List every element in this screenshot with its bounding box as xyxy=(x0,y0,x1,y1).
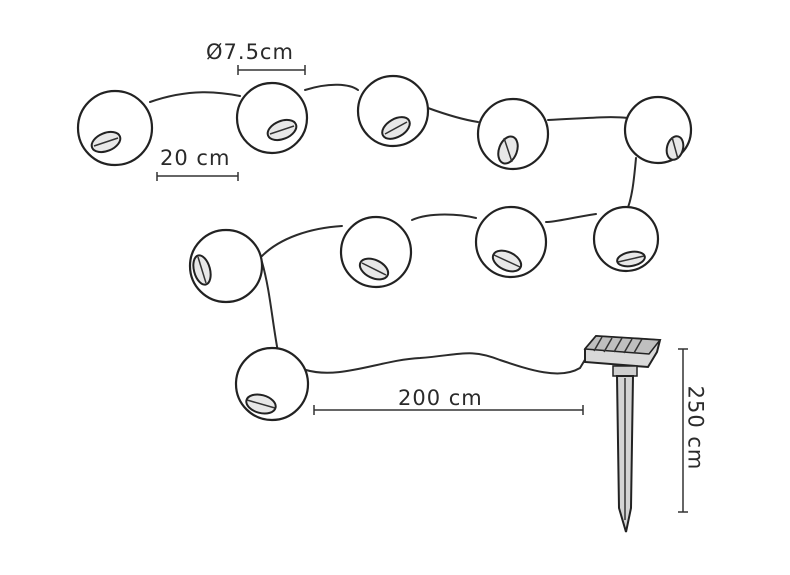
spacing-label: 20 cm xyxy=(160,146,231,170)
bulb xyxy=(235,81,309,155)
bulb xyxy=(76,89,154,167)
spacing-dimension xyxy=(156,172,239,181)
string-wire-drop-1 xyxy=(625,157,637,213)
diameter-label: Ø7.5cm xyxy=(206,40,294,64)
height-dimension xyxy=(678,348,688,513)
bulb xyxy=(339,215,413,289)
lead-wire-label: 200 cm xyxy=(398,386,483,410)
lead-wire-dimension xyxy=(313,405,584,415)
string-wire-row-2 xyxy=(261,213,597,257)
bulb xyxy=(623,95,693,165)
bulb xyxy=(234,346,310,422)
bulb xyxy=(592,205,660,273)
bulb xyxy=(474,205,548,279)
solar-stake xyxy=(583,334,662,533)
bulb xyxy=(356,74,430,148)
string-wire-drop-2 xyxy=(261,261,279,353)
string-wire-row-1 xyxy=(149,83,629,123)
stake-height-label: 250 cm xyxy=(683,385,708,471)
bulb xyxy=(188,228,264,304)
diameter-dimension xyxy=(237,65,306,75)
bulb xyxy=(476,97,550,171)
lead-wire xyxy=(305,352,587,375)
